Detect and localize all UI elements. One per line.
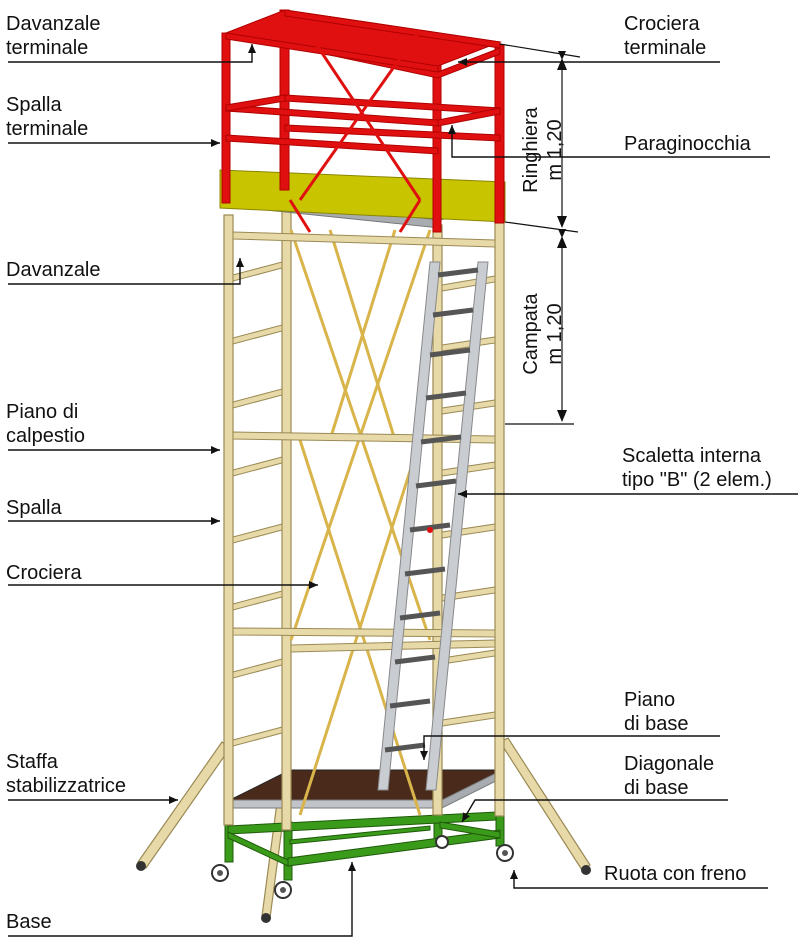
dimension-campata-line2: m 1,20 (544, 303, 566, 365)
outrigger-left (137, 741, 231, 869)
label-scaletta-line1: Scaletta interna (622, 445, 761, 467)
dimension-lines (499, 43, 581, 425)
label-spalla-terminale: Spalla terminale (6, 93, 88, 141)
outriggers (137, 737, 591, 919)
label-diagonale-base: Diagonale di base (624, 752, 714, 800)
label-ruota: Ruota con freno (604, 863, 747, 885)
label-piano-calpestio-line2: calpestio (6, 425, 85, 447)
upright-front-right (281, 204, 292, 831)
guardrail (221, 9, 505, 233)
label-staffa-line1: Staffa (6, 751, 58, 773)
label-paraginocchia: Paraginocchia (624, 133, 751, 155)
right-frame-rungs (441, 275, 496, 727)
dimension-ringhiera-line1: Ringhiera (520, 107, 542, 193)
label-crociera-terminale-line1: Crociera (624, 13, 700, 35)
label-davanzale: Davanzale (6, 259, 101, 281)
label-scaletta: Scaletta interna tipo "B" (2 elem.) (622, 444, 772, 492)
toe-board (219, 169, 506, 223)
label-diagonale-base-line1: Diagonale (624, 753, 715, 775)
label-piano-base: Piano di base (624, 688, 689, 736)
upright-back-right (494, 217, 505, 817)
upright-front-left (223, 214, 234, 826)
guardrail-cross-braces (288, 19, 422, 233)
label-staffa: Staffa stabilizzatrice (6, 750, 126, 798)
wheels (211, 835, 514, 899)
label-piano-calpestio: Piano di calpestio (6, 400, 85, 448)
label-scaletta-line2: tipo "B" (2 elem.) (622, 469, 772, 491)
label-crociera: Crociera (6, 562, 82, 584)
label-davanzale-terminale-line1: Davanzale (6, 13, 101, 35)
label-piano-base-line2: di base (624, 713, 689, 735)
label-base: Base (6, 911, 52, 933)
label-piano-calpestio-line1: Piano di (6, 401, 79, 423)
base-platform (229, 769, 503, 809)
outrigger-right (499, 737, 591, 871)
label-spalla-terminale-line1: Spalla (6, 94, 62, 116)
dimension-campata-line1: Campata (520, 293, 542, 375)
label-crociera-terminale: Crociera terminale (624, 12, 706, 60)
left-frame-rungs (232, 261, 283, 747)
label-davanzale-terminale: Davanzale terminale (6, 12, 101, 60)
internal-ladder (377, 261, 489, 791)
dimension-campata: Campata m 1,20 (519, 267, 567, 401)
base-frame (224, 807, 505, 881)
label-spalla: Spalla (6, 497, 62, 519)
leader-lines (8, 44, 356, 937)
dimension-ringhiera: Ringhiera m 1,20 (519, 85, 567, 215)
label-piano-base-line1: Piano (624, 689, 676, 711)
label-diagonale-base-line2: di base (624, 777, 689, 799)
label-staffa-line2: stabilizzatrice (6, 775, 127, 797)
wheel-icon (435, 835, 449, 849)
label-spalla-terminale-line2: terminale (6, 118, 89, 140)
label-crociera-terminale-line2: terminale (624, 37, 707, 59)
label-davanzale-terminale-line2: terminale (6, 37, 89, 59)
dimension-ringhiera-line2: m 1,20 (544, 119, 566, 181)
leader-lines-right (420, 58, 798, 889)
